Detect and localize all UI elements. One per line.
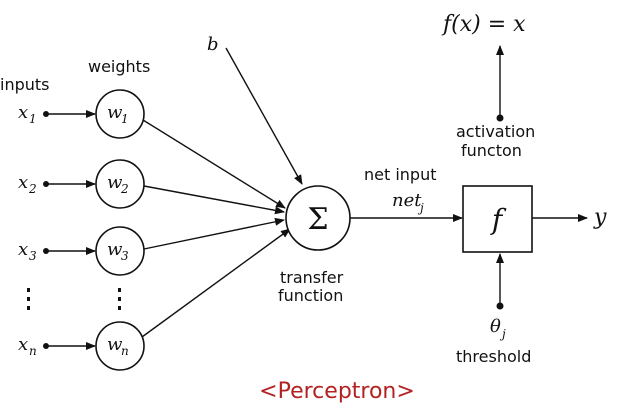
caption: <Perceptron> <box>259 379 415 404</box>
weight-wn-node <box>95 321 145 371</box>
net-subscript: j <box>417 201 424 215</box>
theta-symbol: θ <box>490 316 501 337</box>
transfer-label-line2: function <box>278 286 343 305</box>
net-symbol: net <box>392 190 422 211</box>
activation-label-line1: activation <box>456 122 535 141</box>
weights-label: weights <box>88 57 150 76</box>
weight-w2-symbol: w <box>107 172 123 193</box>
weight-wn-subscript: n <box>121 344 129 358</box>
weight-wn-symbol: w <box>107 334 123 355</box>
weight-w2-subscript: 2 <box>120 182 129 196</box>
bias-arrow <box>225 47 303 185</box>
theta-subscript: j <box>499 327 506 341</box>
transfer-label-line1: transfer <box>280 268 344 287</box>
threshold-dot <box>496 302 504 310</box>
activation-label-line2: functon <box>461 141 522 160</box>
weight-w1-subscript: 1 <box>121 112 129 126</box>
edge-w1-sum <box>142 119 286 209</box>
ellipsis-weights <box>118 288 121 310</box>
activation-dot <box>496 114 504 122</box>
input-x1-subscript: 1 <box>29 112 37 126</box>
output-y-label: y <box>593 205 607 230</box>
input-x2-subscript: 2 <box>28 182 37 196</box>
edge-w3-sum <box>143 217 285 250</box>
input-row-1: x 1 w 1 <box>18 89 145 139</box>
activation-formula: f(x) = x <box>441 12 526 37</box>
inputs-label: inputs <box>0 75 50 94</box>
input-x2-symbol: x <box>18 172 28 193</box>
weight-w3-subscript: 3 <box>121 249 129 263</box>
input-xn-symbol: x <box>18 334 28 355</box>
input-x3-symbol: x <box>18 239 28 260</box>
threshold-label: threshold <box>456 347 531 366</box>
input-x1-symbol: x <box>18 102 28 123</box>
weight-w2-node <box>95 159 145 209</box>
input-row-2: x 2 w 2 <box>18 159 145 209</box>
net-input-label: net input <box>364 165 437 184</box>
weight-w3-symbol: w <box>107 239 123 260</box>
weight-w3-node <box>95 226 145 276</box>
weight-w1-symbol: w <box>107 102 123 123</box>
input-row-n: x n w n <box>18 321 145 371</box>
ellipsis-inputs <box>27 288 30 310</box>
input-xn-subscript: n <box>29 344 37 358</box>
bias-label: b <box>207 34 219 55</box>
weight-w1-node <box>95 89 145 139</box>
activation-box <box>462 185 533 253</box>
edge-wn-sum <box>141 228 291 338</box>
input-x3-subscript: 3 <box>29 249 37 263</box>
input-row-3: x 3 w 3 <box>18 226 145 276</box>
edge-w2-sum <box>143 185 285 215</box>
sigma-icon: Σ <box>307 202 328 237</box>
